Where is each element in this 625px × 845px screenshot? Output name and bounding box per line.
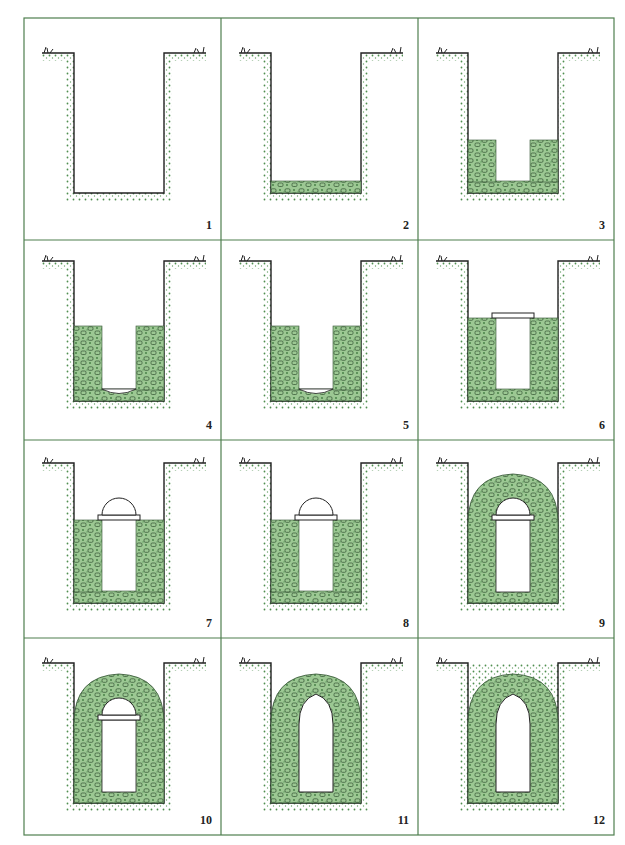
panel bbox=[42, 255, 206, 405]
panel bbox=[436, 457, 600, 607]
callout-number: 9 bbox=[598, 616, 606, 630]
callout-number: 2 bbox=[402, 218, 410, 232]
callout-number: 10 bbox=[199, 813, 213, 827]
callout-number: 3 bbox=[598, 218, 606, 232]
callout-number: 6 bbox=[598, 418, 606, 432]
panel bbox=[239, 47, 403, 197]
panel bbox=[239, 657, 403, 807]
panel bbox=[42, 457, 206, 607]
panel bbox=[436, 657, 600, 807]
callout-number: 11 bbox=[397, 813, 410, 827]
callout-number: 1 bbox=[205, 218, 213, 232]
panel bbox=[239, 457, 403, 607]
callout-number: 7 bbox=[205, 616, 213, 630]
panel-grid bbox=[24, 18, 614, 835]
panel bbox=[239, 255, 403, 405]
panel bbox=[42, 47, 206, 197]
panel bbox=[436, 255, 600, 405]
callout-number: 4 bbox=[205, 418, 213, 432]
callout-number: 8 bbox=[402, 616, 410, 630]
panel bbox=[436, 47, 600, 197]
panel bbox=[42, 657, 206, 807]
callout-number: 5 bbox=[402, 418, 410, 432]
callout-number: 12 bbox=[592, 813, 606, 827]
